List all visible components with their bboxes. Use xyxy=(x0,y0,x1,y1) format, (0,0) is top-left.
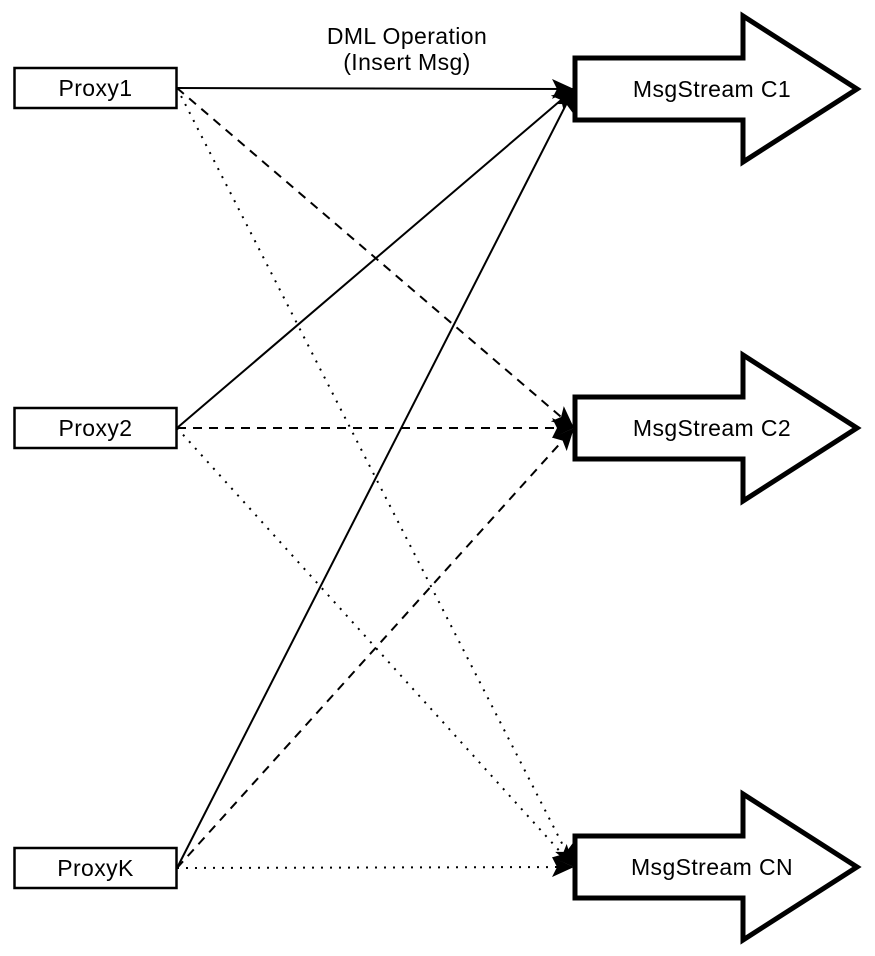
edge-proxy1-to-c1-solid xyxy=(176,78,575,99)
dml-operation-label-line2: (Insert Msg) xyxy=(343,49,470,75)
msgstream-c2-node: MsgStream C2 xyxy=(572,350,862,506)
proxy1-node: Proxy1 xyxy=(13,66,178,110)
msgstream-c2-label: MsgStream C2 xyxy=(633,415,791,441)
proxy2-box xyxy=(13,406,178,450)
msgstream-c1-label: MsgStream C1 xyxy=(633,76,791,102)
dml-operation-label-line1: DML Operation xyxy=(327,23,487,49)
msgstream-cn-node: MsgStream CN xyxy=(572,789,862,945)
edge-proxyk-to-c2-dashed xyxy=(176,427,575,869)
edge-proxyk-to-cn-dotted xyxy=(176,857,575,878)
edges-layer xyxy=(176,78,575,878)
proxy1-box xyxy=(13,66,178,110)
proxy1-label: Proxy1 xyxy=(59,75,133,101)
edge-proxy2-to-c1-solid xyxy=(176,88,575,429)
msgstream-c1-arrow xyxy=(572,11,862,167)
msgstream-c1-node: MsgStream C1 xyxy=(572,11,862,167)
edge-proxy1-to-cn-dotted xyxy=(176,87,575,868)
proxy2-node: Proxy2 xyxy=(13,406,178,450)
proxy2-label: Proxy2 xyxy=(59,415,133,441)
msgstream-c2-arrow xyxy=(572,350,862,506)
proxyk-node: ProxyK xyxy=(13,846,178,890)
msgstream-cn-label: MsgStream CN xyxy=(631,854,793,880)
msgstream-cn-arrow xyxy=(572,789,862,945)
proxyk-label: ProxyK xyxy=(57,855,134,881)
proxyk-box xyxy=(13,846,178,890)
edge-proxyk-to-c1-solid xyxy=(176,88,575,869)
